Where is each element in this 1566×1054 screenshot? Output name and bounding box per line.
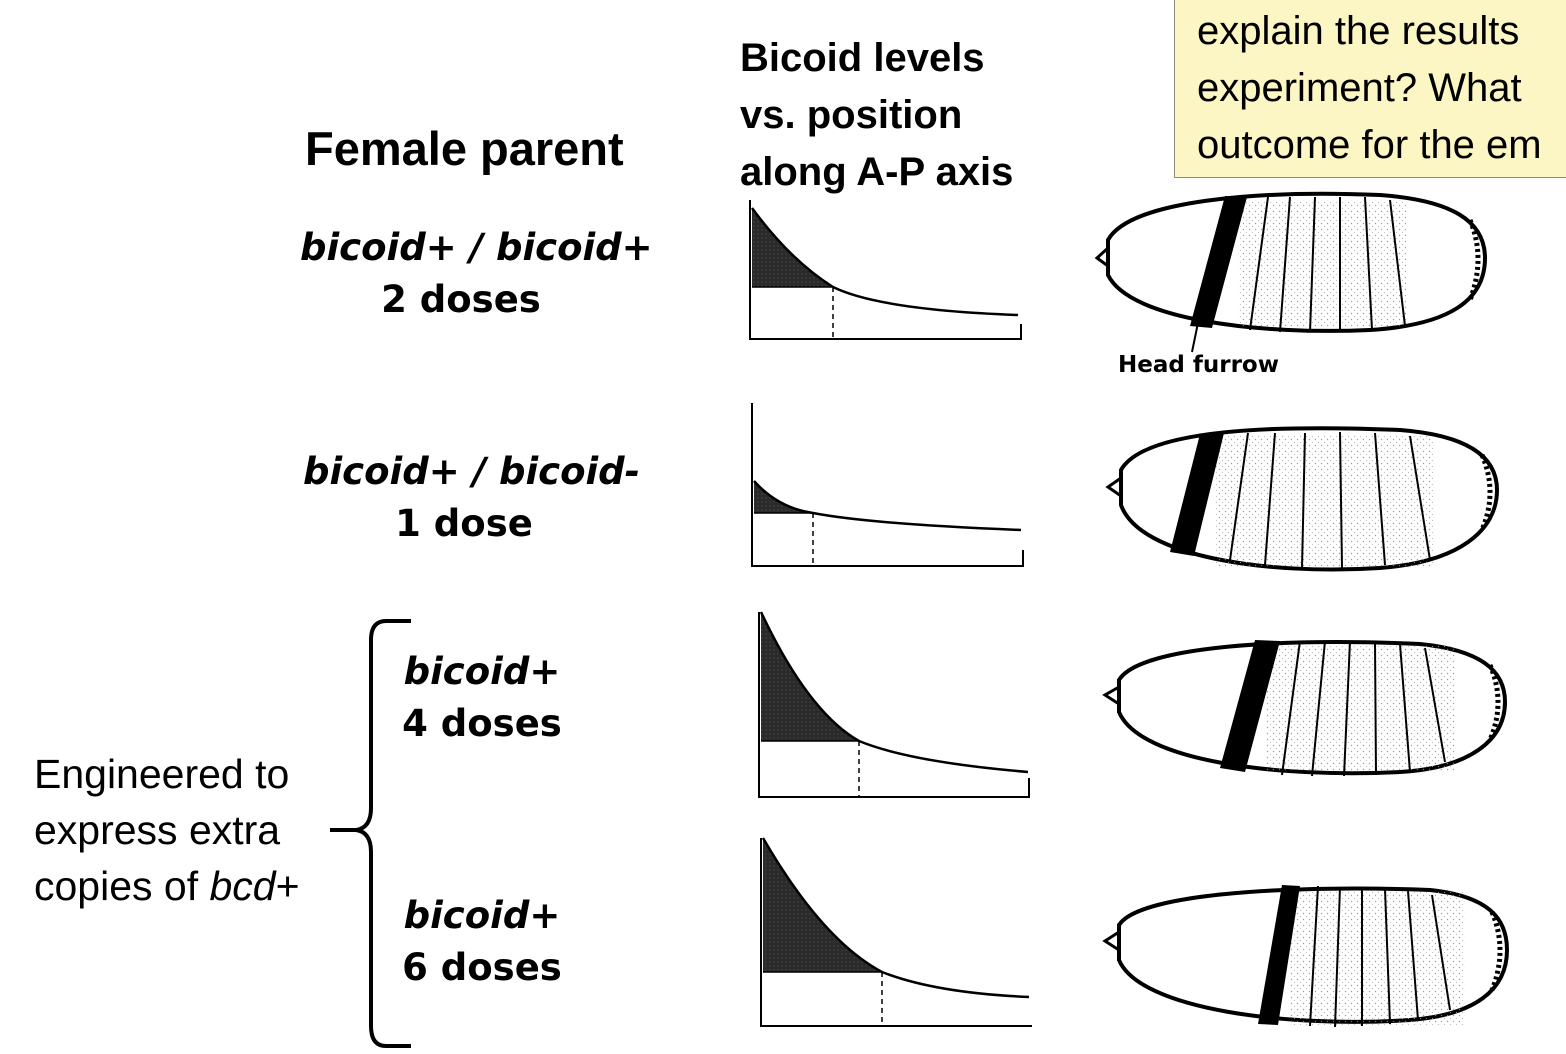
stripe bbox=[1374, 432, 1386, 566]
bicoid-levels-heading-line-1: Bicoid levels bbox=[740, 36, 985, 80]
stripe bbox=[1399, 643, 1411, 773]
engineered-line-2: express extra bbox=[34, 807, 281, 853]
engineered-line-3-suffix: + bbox=[275, 863, 300, 909]
genotype-name: bicoid+ bbox=[403, 650, 561, 693]
stripe bbox=[1384, 888, 1391, 1025]
head-furrow-band bbox=[1258, 885, 1300, 1025]
gradient-graph-row-4 bbox=[760, 837, 1032, 1027]
dose-label: 1 dose bbox=[395, 502, 533, 545]
head-furrow-band bbox=[1220, 640, 1280, 772]
female-parent-heading: Female parent bbox=[305, 122, 624, 175]
segment-stipple bbox=[1215, 435, 1435, 568]
dose-label: 2 doses bbox=[381, 278, 541, 321]
embryo-row-4 bbox=[1102, 885, 1510, 1028]
head-furrow-label: Head furrow bbox=[1118, 352, 1279, 378]
gradient-graph-row-3 bbox=[758, 611, 1030, 798]
head-furrow-pointer bbox=[1191, 317, 1200, 353]
stripe bbox=[1301, 432, 1306, 569]
question-line-2: experiment? What bbox=[1197, 66, 1522, 110]
embryo-row-1 bbox=[1094, 191, 1488, 353]
gradient-curve bbox=[750, 207, 1019, 317]
genotype-label-row-3: bicoid+ 4 doses bbox=[400, 646, 564, 750]
genotype-name: bicoid+ bbox=[403, 894, 561, 937]
bicoid-levels-heading-line-3: along A-P axis bbox=[740, 150, 1014, 194]
genotype-label-row-1: bicoid+ / bicoid+ 2 doses bbox=[300, 222, 653, 326]
gradient-graph-row-1 bbox=[749, 200, 1022, 340]
anterior-tip bbox=[1102, 930, 1120, 952]
bicoid-levels-heading-line-2: vs. position bbox=[740, 93, 963, 137]
stripe bbox=[1281, 640, 1301, 776]
stripe bbox=[1374, 641, 1377, 776]
question-line-3: outcome for the em bbox=[1197, 123, 1542, 167]
engineered-line-3: copies of bcd+ bbox=[34, 858, 300, 914]
anterior-tip bbox=[1105, 476, 1122, 498]
gradient-area bbox=[752, 208, 833, 287]
stripe bbox=[1334, 886, 1341, 1028]
anterior-tip bbox=[1102, 685, 1120, 706]
anterior-tip bbox=[1094, 246, 1110, 268]
stripe bbox=[1343, 640, 1351, 777]
gradient-area bbox=[754, 481, 813, 513]
gradient-curve bbox=[753, 480, 1022, 532]
stripe bbox=[1279, 196, 1291, 333]
gradient-area bbox=[763, 838, 882, 972]
segment-stipple bbox=[1290, 890, 1465, 1025]
genotype-name: bicoid+ / bicoid+ bbox=[300, 226, 653, 269]
stripe bbox=[1309, 885, 1319, 1027]
posterior-pole-cells bbox=[1467, 219, 1481, 301]
stripe bbox=[1264, 432, 1276, 566]
segment-stipple bbox=[1265, 645, 1455, 771]
gradient-area bbox=[761, 612, 859, 741]
stripe bbox=[1407, 890, 1419, 1021]
dose-label: 4 doses bbox=[402, 702, 562, 745]
genotype-label-row-4: bicoid+ 6 doses bbox=[400, 890, 564, 994]
head-furrow-band bbox=[1190, 196, 1247, 328]
posterior-pole-cells bbox=[1487, 664, 1501, 741]
dose-label: 6 doses bbox=[402, 946, 562, 989]
stripe bbox=[1229, 432, 1249, 561]
question-box: explain the results experiment? What out… bbox=[1174, 0, 1566, 178]
stripe bbox=[1249, 196, 1269, 331]
stripe bbox=[1311, 640, 1326, 777]
stripe bbox=[1431, 894, 1451, 1011]
genotype-name: bicoid+ / bicoid- bbox=[303, 450, 641, 493]
engineered-line-1: Engineered to bbox=[34, 751, 290, 797]
embryo-row-3 bbox=[1102, 640, 1508, 777]
posterior-pole-cells bbox=[1489, 911, 1503, 991]
engineered-line-3-prefix: copies of bbox=[34, 863, 210, 909]
stripe bbox=[1364, 196, 1373, 331]
gradient-graph-row-2 bbox=[751, 403, 1024, 567]
embryo-row-2 bbox=[1105, 426, 1500, 572]
engineered-line-3-gene: bcd bbox=[209, 863, 276, 909]
stripe bbox=[1309, 196, 1316, 333]
stripe bbox=[1339, 431, 1343, 569]
engineered-label: Engineered to express extra copies of bc… bbox=[34, 746, 300, 914]
stripe bbox=[1409, 435, 1431, 561]
bicoid-levels-heading: Bicoid levels vs. position along A-P axi… bbox=[740, 30, 1013, 201]
bracket bbox=[330, 619, 411, 1048]
question-line-1: explain the results bbox=[1197, 9, 1520, 53]
segment-stipple bbox=[1238, 200, 1406, 328]
genotype-label-row-2: bicoid+ / bicoid- 1 dose bbox=[303, 446, 641, 550]
stripe bbox=[1424, 647, 1446, 763]
stripe bbox=[1389, 199, 1406, 327]
posterior-pole-cells bbox=[1479, 454, 1493, 531]
head-furrow-band bbox=[1170, 433, 1224, 556]
